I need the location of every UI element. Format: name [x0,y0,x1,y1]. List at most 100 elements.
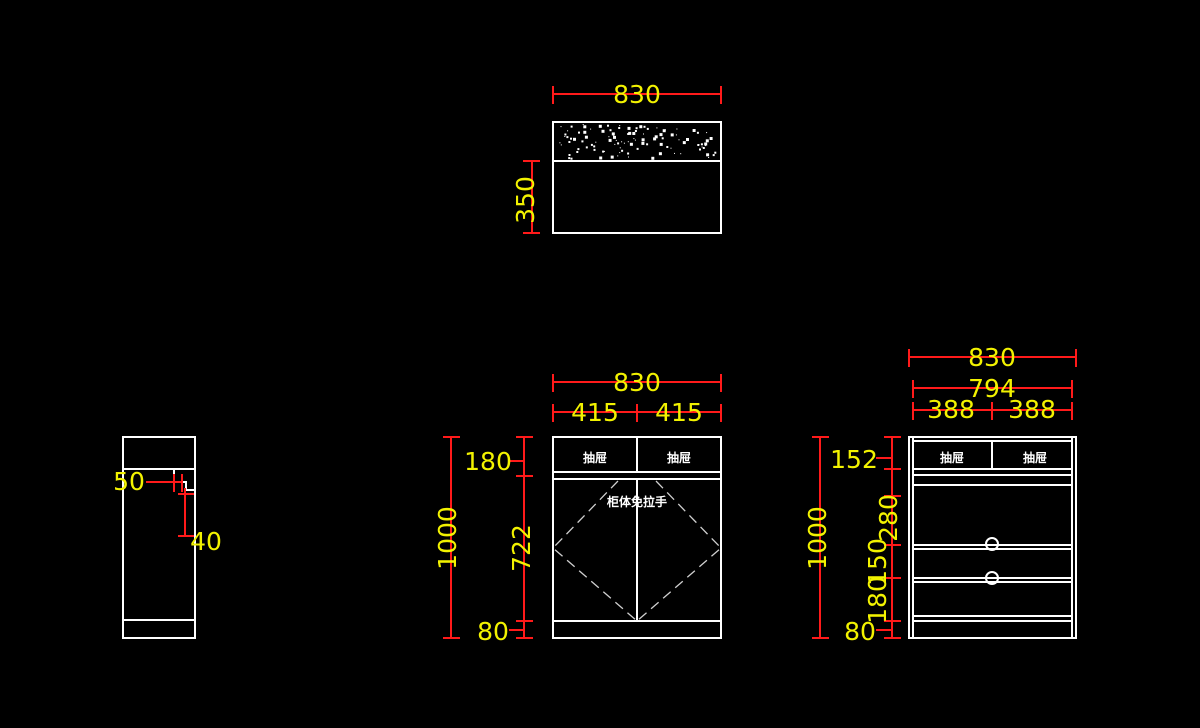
interior-drawer-height-label: 152 [830,445,878,474]
speckle-dot [714,151,717,154]
interior-inner-width-dimension: 794 [912,374,1073,403]
speckle-dot [627,141,629,143]
speckle-dot [696,131,699,134]
plan-width-dimension: 830 [552,80,722,109]
speckle-dot [568,154,571,156]
interior-drawer-box [912,440,1073,470]
speckle-dot [608,138,612,142]
front-width-label: 830 [613,368,661,397]
speckle-dot [593,148,596,151]
speckle-dot [643,133,644,135]
speckle-dot [570,137,572,140]
speckle-dot [615,139,617,141]
front-door-label: 柜体免拉手 [606,494,667,509]
speckle-dot [675,134,677,136]
left-door-swing-lines [552,480,638,622]
plan-outline [552,121,722,234]
speckle-dot [705,139,709,143]
side-outline [122,436,196,639]
front-total-height-dimension: 1000 [433,436,462,639]
interior-knob-1 [985,537,999,551]
front-base-height-label: 80 [477,617,509,646]
speckle-dot [682,141,686,145]
speckle-dot [661,137,664,140]
side-dim-40-label: 40 [190,527,222,556]
speckle-dot [708,157,710,158]
interior-segment-dimensions: 152 280 150 180 80 [830,436,903,646]
front-door-height-label: 722 [507,524,536,572]
speckle-dot [614,143,616,145]
front-half-right-label: 415 [655,398,703,427]
speckle-dot [712,154,715,157]
speckle-dot [619,152,621,154]
front-drawer-right-label: 抽屉 [667,450,691,465]
speckle-dot [581,140,584,143]
speckle-dot [578,131,580,134]
speckle-dot [628,131,632,135]
speckle-dot [692,129,696,132]
speckle-dot [704,142,708,146]
speckle-dot [584,135,588,139]
speckle-dot [700,143,703,146]
speckle-dot [608,136,610,138]
plan-depth-label: 350 [511,176,540,224]
speckle-dot [623,142,625,144]
side-dimension-40: 40 [178,488,222,556]
speckle-dot [680,153,682,155]
speckle-dot [607,124,609,127]
speckle-dot [646,143,649,146]
speckle-dot [706,132,708,134]
speckle-dot [590,143,593,146]
speckle-dot [568,141,571,143]
interior-half-right-label: 388 [1008,395,1056,424]
speckle-dot [560,144,562,146]
speckle-dot [676,128,678,130]
speckle-dot [617,142,620,145]
speckle-dot [658,152,662,156]
front-total-height-label: 1000 [433,506,462,570]
front-half-dimensions: 415 415 [552,398,722,427]
speckle-dot [570,157,573,160]
speckle-dot [699,148,701,151]
interior-half-left-label: 388 [927,395,975,424]
speckle-dot [632,132,636,135]
speckle-dot [601,129,605,133]
interior-view: 抽屉 抽屉 830 794 388 388 1000 [803,343,1077,646]
speckle-dot [641,141,645,145]
interior-width-dimension: 830 [908,343,1077,372]
interior-total-height-dimension: 1000 [803,436,832,639]
speckle-dot [705,145,707,147]
speckle-dot [627,152,630,155]
speckle-dot [670,147,672,149]
speckle-dot [621,149,624,152]
interior-knob-2 [985,571,999,585]
front-segment-dimensions: 180 722 80 [464,436,536,646]
speckle-dot [666,146,669,148]
speckle-dot [641,138,645,142]
speckle-dot [617,155,619,157]
speckle-dot [559,142,561,144]
speckle-dot [583,125,587,129]
front-half-left-label: 415 [571,398,619,427]
front-view: 抽屉 抽屉 柜体免拉手 830 415 415 1000 [433,368,722,646]
speckle-dot [618,127,621,129]
speckle-dot [610,155,614,159]
speckle-dot [628,156,629,158]
right-door-swing-lines [636,480,722,622]
speckle-dot [654,135,658,139]
front-drawer-height-label: 180 [464,447,512,476]
interior-shelf-280-label: 280 [874,494,903,542]
speckle-dot [566,136,569,139]
speckle-dot [564,133,567,136]
interior-shelf-180-label: 180 [863,576,892,624]
speckle-dot [702,147,705,149]
front-drawer-left-label: 抽屉 [583,450,607,465]
interior-drawer-right-label: 抽屉 [1023,450,1047,465]
speckle-dot [709,137,713,140]
speckle-dot [593,145,596,148]
speckle-dot [598,124,602,128]
speckle-dot [662,129,666,133]
interior-shelf-150-label: 150 [863,538,892,586]
speckle-dot [582,124,584,125]
